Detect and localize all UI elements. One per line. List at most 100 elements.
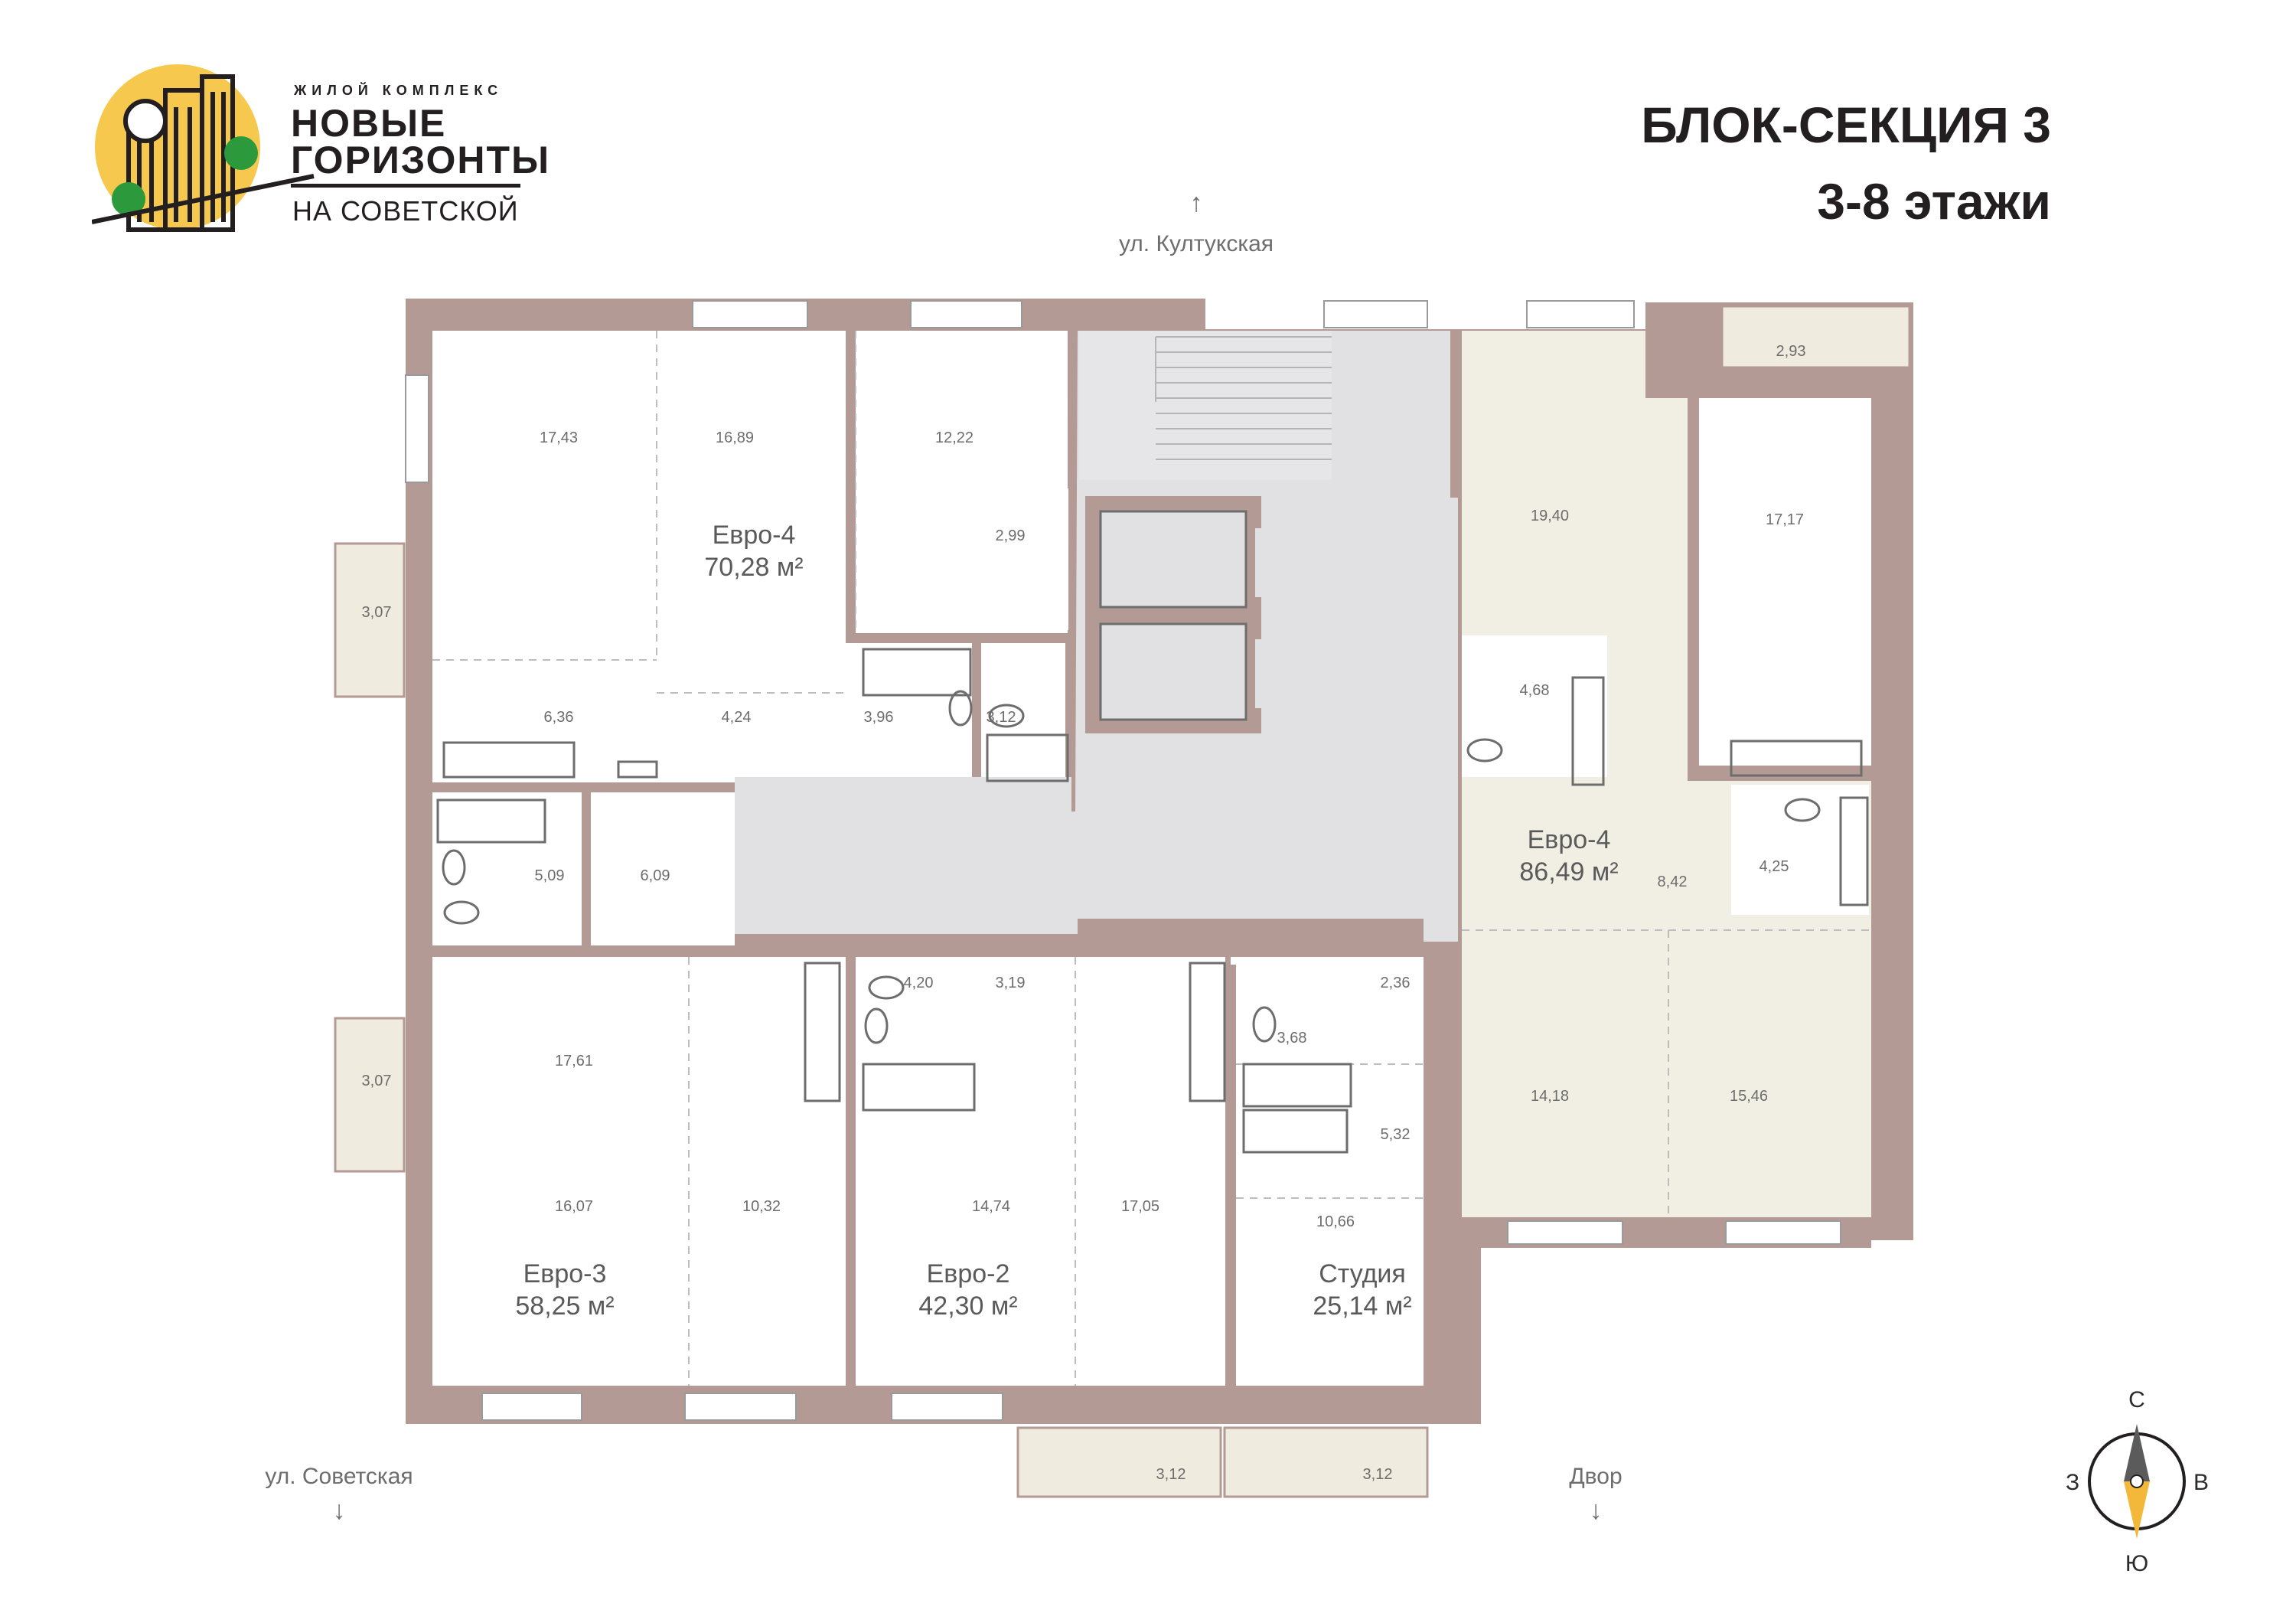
windows <box>405 300 1841 1421</box>
stairs <box>1155 336 1332 460</box>
compass: С Ю З В <box>2066 1387 2209 1576</box>
room-area: 12,22 <box>935 429 974 446</box>
logo-underline <box>291 184 520 188</box>
apartment-east-highlight <box>1462 331 1871 1217</box>
floors-title: 3-8 этажи <box>1817 173 2051 230</box>
bathtub <box>436 798 546 844</box>
room-area: 3,07 <box>362 1073 392 1089</box>
apt-studio-type: Студия <box>1319 1259 1406 1288</box>
toilet <box>1784 798 1821 822</box>
fridge <box>617 760 658 779</box>
toilet <box>1466 738 1503 763</box>
room-area: 14,18 <box>1531 1088 1569 1105</box>
room-area: 14,74 <box>972 1198 1010 1215</box>
compass-w: З <box>2066 1470 2079 1495</box>
apt-studio-area: 25,14 м² <box>1313 1292 1411 1321</box>
section-title: БЛОК-СЕКЦИЯ 3 <box>1641 96 2051 153</box>
room-area: 19,40 <box>1531 508 1569 524</box>
apt-sw-area: 58,25 м² <box>515 1292 614 1321</box>
room-area: 17,05 <box>1121 1198 1159 1215</box>
stair-area <box>1079 331 1332 480</box>
toilet <box>948 690 973 727</box>
toilet <box>1252 1006 1277 1043</box>
compass-n: С <box>2128 1387 2145 1412</box>
apt-s-type: Евро-2 <box>927 1259 1010 1288</box>
room-area: 3,19 <box>996 975 1026 991</box>
bathtub <box>1839 796 1869 906</box>
logo-line-2: ГОРИЗОНТЫ <box>291 139 551 181</box>
room-area: 6,09 <box>641 867 670 884</box>
room-area: 4,20 <box>904 975 934 991</box>
east-bedroom-2 <box>1699 398 1871 766</box>
room-area: 8,42 <box>1658 874 1688 890</box>
kitchen-counter <box>804 962 841 1102</box>
room-area: 3,68 <box>1277 1030 1307 1047</box>
room-area: 3,12 <box>987 709 1016 726</box>
room-area: 16,07 <box>555 1198 593 1215</box>
kitchen-counter <box>1730 740 1863 777</box>
east-bath-1 <box>1462 635 1607 777</box>
logo-tree-bottom <box>112 182 145 216</box>
room-area: 5,09 <box>535 867 565 884</box>
room-area: 4,68 <box>1520 682 1550 699</box>
room-area: 10,66 <box>1316 1213 1355 1230</box>
compass-e: В <box>2193 1470 2209 1495</box>
logo-tree-right <box>224 136 258 170</box>
toilet <box>442 849 466 886</box>
room-area: 3,07 <box>362 604 392 621</box>
apt-nw-area: 70,28 м² <box>704 553 803 582</box>
kitchen-counter <box>442 741 576 779</box>
apartment-labels: Евро-4 70,28 м² Евро-4 86,49 м² Евро-3 5… <box>515 521 1618 1321</box>
balconies <box>334 305 1911 1498</box>
logo-line-1: НОВЫЕ <box>291 102 447 145</box>
kitchen-counter <box>1242 1109 1349 1154</box>
compass-s: Ю <box>2125 1551 2148 1576</box>
bathtub <box>1571 676 1605 786</box>
toilet <box>864 1007 889 1044</box>
apt-east-type: Евро-4 <box>1528 825 1611 854</box>
kitchen-counter <box>1189 962 1226 1102</box>
apt-sw-type: Евро-3 <box>523 1259 607 1288</box>
room-area: 2,99 <box>996 527 1026 544</box>
logo-line-3: НА СОВЕТСКОЙ <box>292 195 519 227</box>
room-area: 17,17 <box>1766 511 1804 528</box>
bathtub <box>862 648 972 697</box>
bathtub <box>1242 1063 1352 1108</box>
apt-east-area: 86,49 м² <box>1519 857 1618 887</box>
apt-s-area: 42,30 м² <box>918 1292 1017 1321</box>
room-area: 15,46 <box>1730 1088 1768 1105</box>
room-labels: 17,43 16,89 12,22 2,99 3,07 6,36 4,24 3,… <box>362 343 1806 1483</box>
bathtub <box>862 1063 976 1112</box>
room-area: 4,25 <box>1760 858 1789 875</box>
toilet <box>868 975 905 1000</box>
room-area: 3,96 <box>864 709 894 726</box>
compass-north-needle <box>2124 1424 2150 1481</box>
street-southwest: ул. Советская <box>265 1464 413 1489</box>
room-area: 16,89 <box>716 429 754 446</box>
south-arrow: ↓ <box>1589 1496 1603 1525</box>
logo-emblem <box>92 64 315 232</box>
room-area: 17,43 <box>540 429 578 446</box>
room-area: 6,36 <box>544 709 574 726</box>
street-south: Двор <box>1569 1464 1623 1489</box>
room-area: 17,61 <box>555 1053 593 1069</box>
bathtub <box>986 733 1069 782</box>
logo-tree-left <box>123 99 168 143</box>
room-area: 3,12 <box>1363 1466 1393 1483</box>
toilet <box>443 900 480 925</box>
room-area: 4,24 <box>722 709 752 726</box>
room-area: 2,36 <box>1381 975 1411 991</box>
toilet <box>988 704 1025 728</box>
compass-south-needle <box>2124 1481 2150 1539</box>
room-area: 5,32 <box>1381 1126 1411 1143</box>
elevators <box>1085 496 1267 733</box>
room-area: 2,93 <box>1776 343 1806 360</box>
room-area: 10,32 <box>742 1198 781 1215</box>
rooms-white <box>432 331 1424 1386</box>
southwest-arrow: ↓ <box>332 1496 346 1525</box>
north-arrow: ↑ <box>1189 188 1203 217</box>
street-north: ул. Култукская <box>1118 231 1274 256</box>
logo-tagline: ЖИЛОЙ КОМПЛЕКС <box>294 83 504 98</box>
fixtures <box>436 648 1869 1154</box>
